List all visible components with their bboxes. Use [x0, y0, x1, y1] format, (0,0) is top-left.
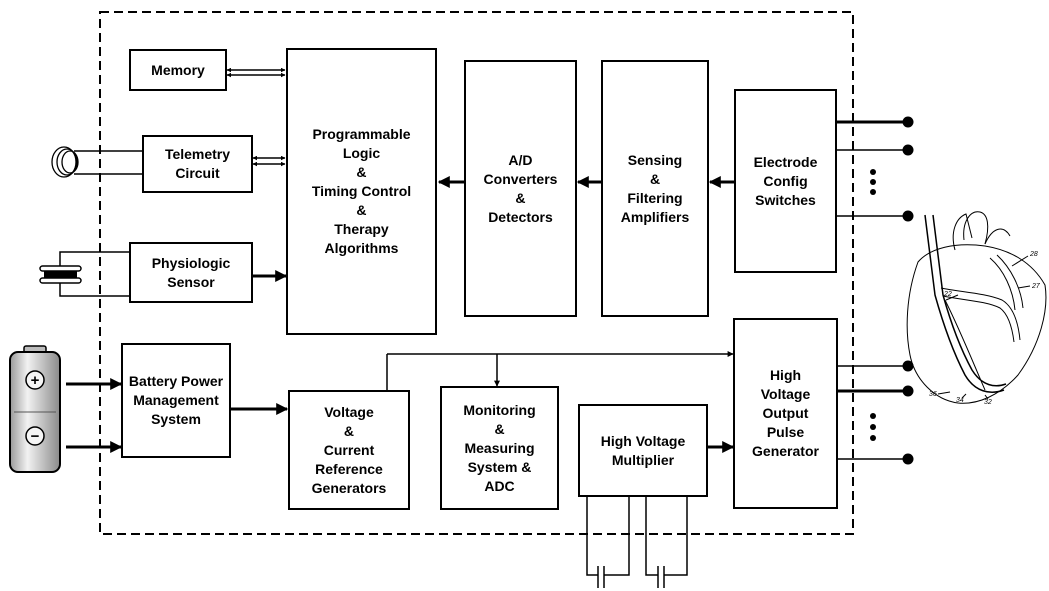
high-voltage-multiplier-block: High Voltage Multiplier — [578, 404, 708, 497]
callout-27: 27 — [1031, 283, 1041, 290]
high-voltage-output-block: High Voltage Output Pulse Generator — [733, 318, 838, 509]
device-boundary — [99, 11, 854, 535]
callout-36: 36 — [929, 391, 937, 398]
physiologic-sensor-icon — [39, 265, 82, 284]
callout-32: 32 — [984, 399, 992, 406]
connection-lines — [59, 67, 735, 453]
telemetry-circuit-block: Telemetry Circuit — [142, 135, 253, 193]
battery-power-management-block: Battery Power Management System — [121, 343, 231, 458]
programmable-logic-block: Programmable Logic & Timing Control & Th… — [286, 48, 437, 335]
battery-minus-sign: − — [31, 428, 40, 445]
sensing-amplifiers-block: Sensing & Filtering Amplifiers — [601, 60, 709, 317]
battery-icon: + − — [9, 345, 61, 473]
battery-plus-sign: + — [31, 372, 40, 389]
heart-callouts: 28 22 27 36 34 32 — [929, 251, 1041, 406]
capacitor-bank — [586, 497, 688, 588]
heart-illustration — [906, 211, 1047, 404]
hv-output-leads — [837, 360, 914, 465]
monitoring-measuring-block: Monitoring & Measuring System & ADC — [440, 386, 559, 510]
callout-28: 28 — [1029, 251, 1038, 258]
callout-22: 22 — [943, 291, 952, 298]
voltage-current-reference-block: Voltage & Current Reference Generators — [288, 390, 410, 510]
telemetry-coil-icon — [51, 146, 79, 178]
ad-converters-block: A/D Converters & Detectors — [464, 60, 577, 317]
physiologic-sensor-block: Physiologic Sensor — [129, 242, 253, 303]
electrode-leads — [836, 116, 914, 222]
memory-block: Memory — [129, 49, 227, 91]
callout-34: 34 — [956, 397, 964, 404]
electrode-config-switches-block: Electrode Config Switches — [734, 89, 837, 273]
